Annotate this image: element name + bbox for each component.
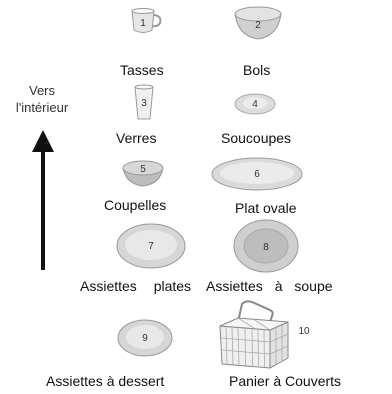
soup-plate-icon: 8 bbox=[233, 219, 299, 273]
bowl-icon: 2 bbox=[234, 6, 282, 40]
direction-line-1: Vers bbox=[28, 83, 55, 98]
cutlery-basket-icon: 10 bbox=[219, 300, 310, 369]
item-number: 8 bbox=[263, 242, 269, 253]
label-oval-platter: Plat ovale bbox=[235, 200, 297, 216]
label-dinner-plates: Assiettes plates bbox=[80, 278, 192, 294]
up-arrow-icon bbox=[32, 130, 54, 270]
dinner-plate-icon: 7 bbox=[116, 223, 186, 269]
label-soup-plates: Assiettes à soupe bbox=[206, 278, 333, 294]
item-number: 10 bbox=[298, 326, 310, 337]
item-number: 5 bbox=[140, 164, 146, 175]
label-cutlery-basket: Panier à Couverts bbox=[229, 373, 342, 389]
item-number: 7 bbox=[148, 241, 154, 252]
direction-line-2: l'intérieur bbox=[15, 100, 69, 115]
label-cups: Tasses bbox=[120, 62, 164, 78]
item-number: 2 bbox=[255, 20, 261, 31]
item-number: 9 bbox=[142, 333, 148, 344]
saucer-icon: 4 bbox=[234, 93, 276, 115]
dessert-plate-icon: 9 bbox=[117, 319, 173, 357]
item-number: 4 bbox=[252, 99, 258, 110]
label-saucers: Soucoupes bbox=[221, 130, 292, 146]
label-small-bowls: Coupelles bbox=[104, 197, 167, 213]
cup-icon: 1 bbox=[131, 8, 162, 33]
direction-label: Vers l'intérieur bbox=[2, 82, 82, 116]
small-bowl-icon: 5 bbox=[122, 160, 164, 187]
item-number: 1 bbox=[140, 18, 146, 29]
label-bowls: Bols bbox=[243, 62, 271, 78]
label-dessert-plates: Assiettes à dessert bbox=[46, 373, 165, 389]
item-number: 3 bbox=[141, 98, 147, 109]
oval-platter-icon: 6 bbox=[211, 157, 303, 191]
glass-icon: 3 bbox=[134, 84, 154, 120]
item-number: 6 bbox=[254, 169, 260, 180]
label-glasses: Verres bbox=[116, 130, 157, 146]
